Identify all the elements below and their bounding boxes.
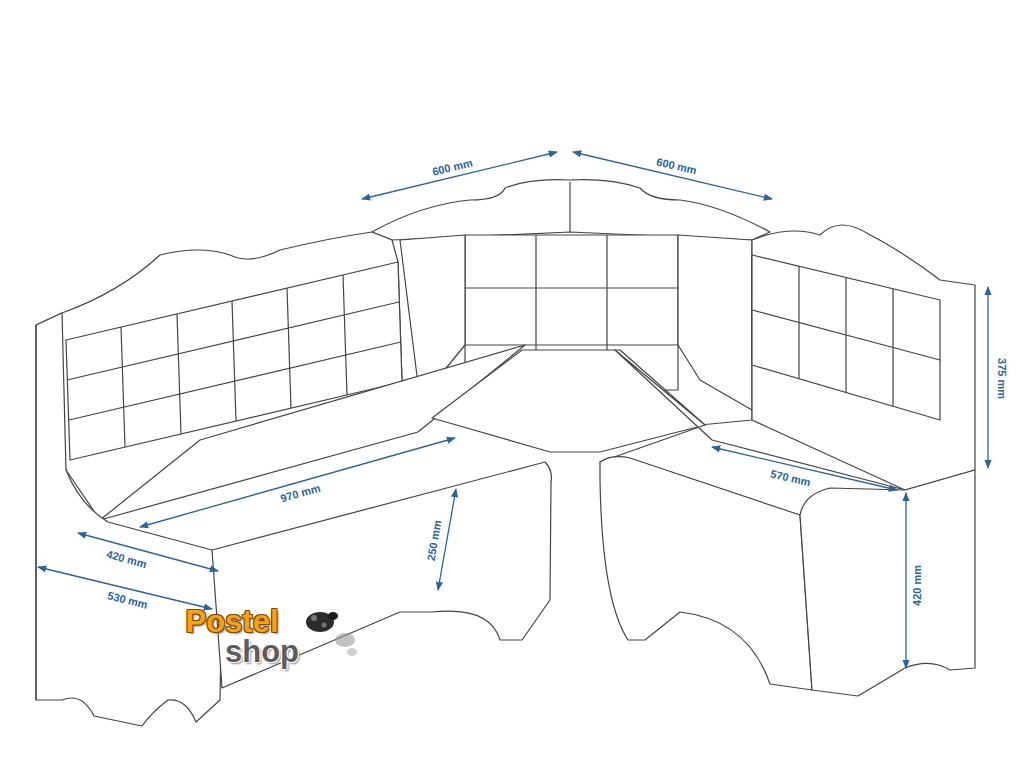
left-seat-box xyxy=(212,462,551,688)
dimension-lines xyxy=(38,152,988,668)
dimension-line xyxy=(573,152,772,199)
watermark-text: shop xyxy=(225,635,299,669)
right-side-panel xyxy=(800,470,975,696)
dimension-line xyxy=(78,533,218,571)
right-seat-box xyxy=(600,457,812,690)
watermark-text: Postel xyxy=(185,605,278,639)
dimension-label: 375 mm xyxy=(994,357,1007,400)
dimension-label: 420 mm xyxy=(910,564,923,607)
dimension-label: 600 mm xyxy=(430,156,475,179)
left-panel-edge xyxy=(35,325,36,700)
dimension-label: 970 mm xyxy=(278,481,323,505)
watermark-sheep xyxy=(306,612,357,656)
dimension-line xyxy=(987,287,988,468)
right-tile-grid xyxy=(752,255,940,420)
corner-seat xyxy=(432,350,705,452)
right-backrest xyxy=(752,225,975,490)
middle-back-seam xyxy=(569,182,570,232)
dimension-line xyxy=(712,447,897,490)
left-side-panel xyxy=(36,313,222,726)
dimension-line xyxy=(140,438,455,527)
dimension-line xyxy=(905,493,906,668)
dimension-line xyxy=(362,152,557,199)
bench-lines xyxy=(36,180,975,726)
right-tile-lines xyxy=(752,266,940,406)
dimension-label: 600 mm xyxy=(654,155,699,178)
